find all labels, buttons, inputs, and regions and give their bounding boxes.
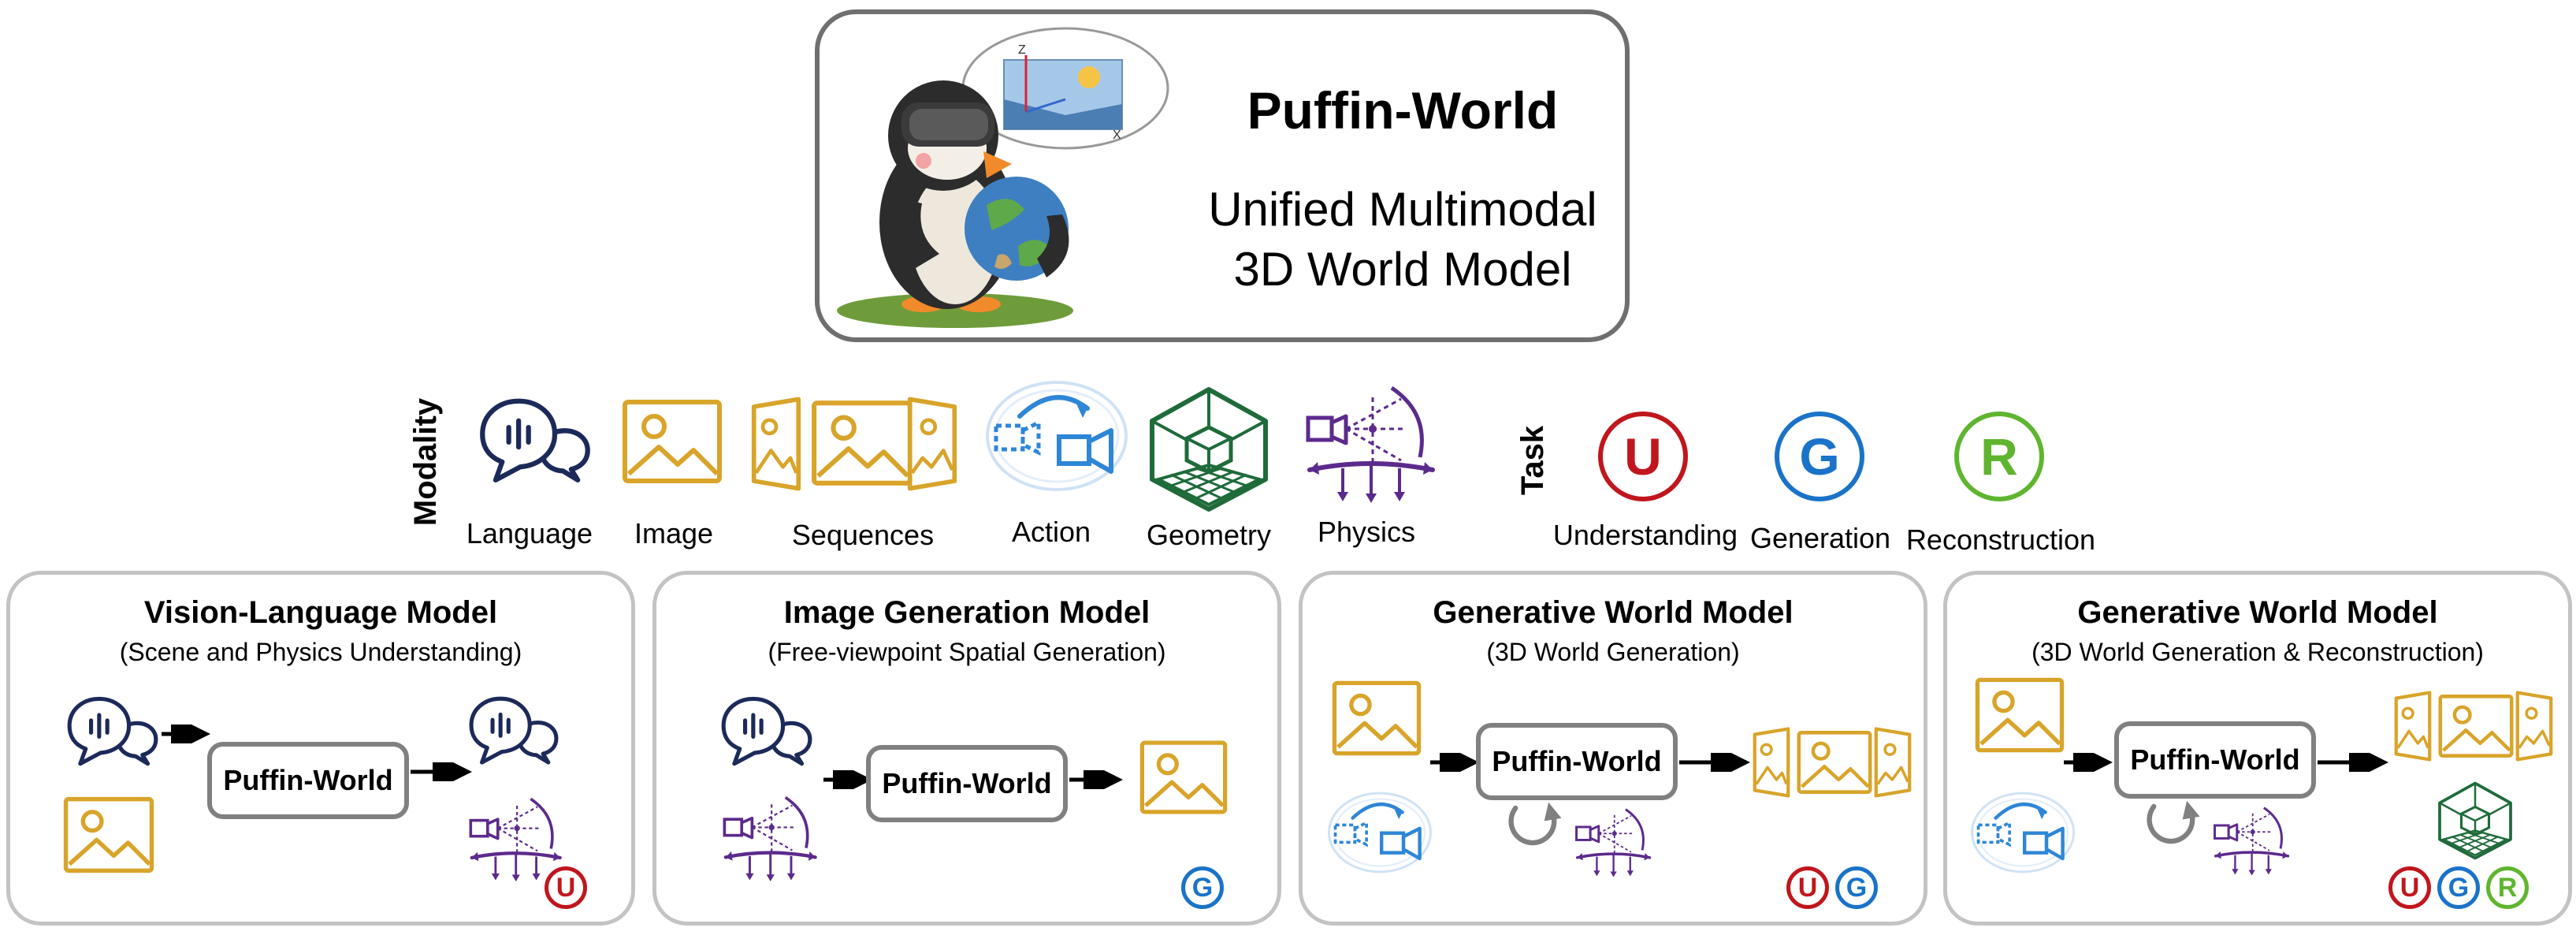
3d-cube-grid-output-icon: [2436, 781, 2515, 860]
modality-sequences-label: Sequences: [791, 519, 935, 551]
reconstruction-badge-icon: R: [2486, 866, 2529, 909]
brand-subtitle: Unified Multimodal 3D World Model: [1111, 180, 1694, 300]
puffin-world-node: Puffin-World: [1476, 723, 1678, 800]
panel-subtitle: (3D World Generation): [1486, 638, 1740, 666]
panel-subtitle: (3D World Generation & Reconstruction): [2031, 638, 2484, 666]
modality-label: Modality: [408, 397, 443, 527]
reconstruction-badge-icon: R: [1954, 412, 2044, 501]
understanding-badge-icon: U: [1598, 412, 1688, 501]
puffin-world-node: Puffin-World: [207, 742, 409, 819]
puffin-world-node: Puffin-World: [2114, 721, 2316, 799]
image-input-icon: [62, 795, 155, 874]
input-arrow: [162, 725, 210, 743]
generation-badge-icon: G: [1835, 866, 1878, 909]
modality-physics-label: Physics: [1317, 516, 1416, 548]
input-arrow: [823, 770, 872, 789]
puffin-world-node: Puffin-World: [866, 745, 1068, 822]
panel-subtitle: (Free-viewpoint Spatial Generation): [768, 638, 1166, 666]
language-icon: [478, 394, 593, 494]
loop-arrow-icon: [2139, 791, 2204, 855]
input-arrow: [2064, 753, 2113, 772]
svg-text:Z: Z: [1018, 43, 1026, 57]
physics-loop-icon: [2212, 803, 2291, 879]
output-arrow: [411, 762, 472, 781]
camera-motion-icon: [982, 377, 1132, 495]
task-generation-label: Generation: [1749, 522, 1891, 554]
panel-title: Vision-Language Model: [143, 595, 498, 630]
camera-motion-input-icon: [1968, 789, 2078, 876]
brand-subtitle-line2: 3D World Model: [1233, 243, 1572, 296]
understanding-badge-icon: U: [545, 866, 587, 909]
panel-subtitle: (Scene and Physics Understanding): [119, 638, 522, 666]
panel-image-generation-model: Image Generation Model (Free-viewpoint S…: [652, 571, 1281, 926]
loop-arrow-icon: [1501, 792, 1566, 857]
image-sequence-output-icon: [2393, 685, 2559, 764]
language-output-icon: [467, 693, 560, 773]
modality-geometry-label: Geometry: [1146, 519, 1272, 551]
image-output-icon: [1139, 739, 1229, 816]
understanding-badge-icon: U: [2388, 866, 2431, 909]
image-input-icon: [1974, 676, 2065, 754]
panel-title: Image Generation Model: [783, 595, 1150, 630]
language-input-icon: [65, 693, 160, 775]
task-reconstruction-label: Reconstruction: [1905, 523, 2096, 556]
task-understanding-label: Understanding: [1552, 519, 1738, 551]
svg-text:X: X: [1113, 129, 1121, 142]
camera-frustum-physics-icon: [1303, 382, 1437, 508]
puffin-mascot-illustration: Z X: [829, 17, 1176, 333]
panel-title: Generative World Model: [1433, 595, 1794, 630]
brand-subtitle-line1: Unified Multimodal: [1208, 183, 1597, 236]
physics-input-icon: [721, 792, 819, 885]
modality-action-label: Action: [1011, 516, 1091, 548]
physics-output-icon: [467, 794, 563, 885]
image-sequence-output-icon: [1752, 721, 1917, 800]
3d-cube-grid-icon: [1146, 386, 1272, 512]
image-sequence-icon: [750, 391, 963, 498]
panel-vision-language-model: Vision-Language Model (Scene and Physics…: [6, 571, 635, 926]
generation-badge-icon: G: [1181, 866, 1224, 909]
panel-generative-world-model-reconstruction: Generative World Model (3D World Generat…: [1943, 571, 2572, 926]
brand-title: Puffin-World: [1247, 81, 1559, 140]
panel-title: Generative World Model: [2077, 595, 2438, 630]
modality-language-label: Language: [466, 517, 593, 549]
camera-motion-input-icon: [1325, 789, 1435, 876]
output-arrow: [2318, 753, 2388, 772]
output-arrow: [1679, 753, 1750, 772]
input-arrow: [1430, 753, 1479, 772]
language-input-icon: [719, 693, 814, 775]
modality-image-label: Image: [634, 517, 714, 549]
physics-loop-icon: [1574, 805, 1652, 881]
task-label: Task: [1515, 425, 1550, 496]
panel-generative-world-model: Generative World Model (3D World Generat…: [1299, 571, 1927, 926]
image-input-icon: [1331, 679, 1422, 758]
output-arrow: [1069, 770, 1123, 789]
image-icon: [621, 397, 723, 486]
generation-badge-icon: G: [1775, 412, 1864, 501]
understanding-badge-icon: U: [1786, 866, 1829, 909]
generation-badge-icon: G: [2437, 866, 2480, 909]
